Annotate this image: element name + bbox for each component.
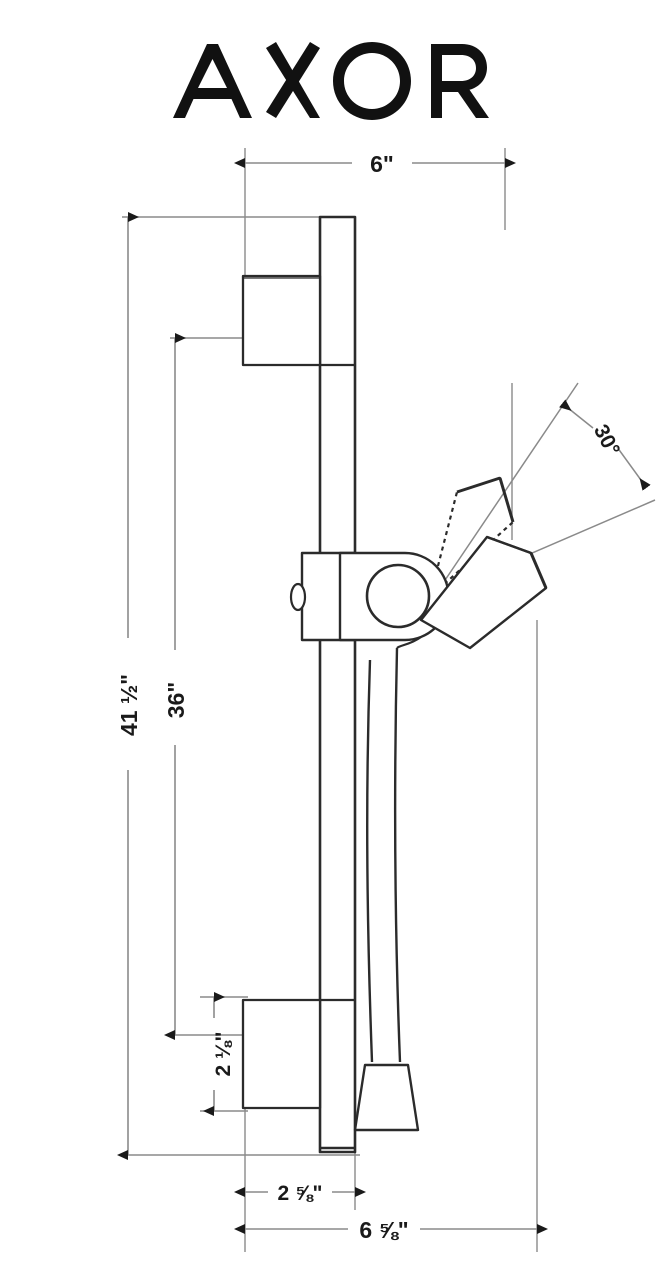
handshower-top-edge: [486, 535, 532, 555]
angle-arrow-lower: [616, 446, 651, 491]
slider-swivel-ring: [365, 563, 431, 629]
dimension-lower-bracket-height: 2 ⅛": [203, 992, 235, 1116]
angle-arrow-upper: [559, 399, 594, 429]
dimension-bar-height: 36": [163, 333, 189, 1040]
dimension-overall-height: 41 ½": [116, 212, 142, 1160]
dim-label-658: 6 ⅝": [359, 1217, 408, 1243]
slider-lock-tab: [289, 582, 307, 612]
dim-label-36: 36": [163, 682, 189, 719]
product-geometry: [241, 215, 548, 1154]
dim-label-258: 2 ⅝": [278, 1182, 323, 1205]
dim-label-218: 2 ⅛": [212, 1032, 235, 1077]
dim-label-6in: 6": [370, 151, 394, 177]
shower-hose-left: [366, 659, 374, 1063]
dimension-lower-bracket-depth: 2 ⅝": [234, 1182, 366, 1205]
hose-connector-cone: [353, 1063, 420, 1132]
lower-wall-bracket: [241, 998, 322, 1110]
dimension-top-width: 6": [234, 151, 516, 177]
handshower-face-edge: [529, 552, 548, 589]
angle-leader-upper: [434, 382, 579, 596]
shower-hose-right: [393, 647, 402, 1063]
dim-label-41half: 41 ½": [116, 674, 142, 736]
dimension-overall-depth: 6 ⅝": [234, 1217, 548, 1243]
ghost-handshower-face: [456, 476, 501, 494]
hose-entry-curve: [396, 636, 422, 649]
dim-label-30deg: 30°: [589, 421, 624, 460]
slide-bar: [318, 215, 357, 1154]
ghost-handshower-face2: [498, 477, 515, 523]
upper-wall-bracket: [241, 274, 322, 367]
handshower-head-30deg-position: [428, 476, 515, 599]
